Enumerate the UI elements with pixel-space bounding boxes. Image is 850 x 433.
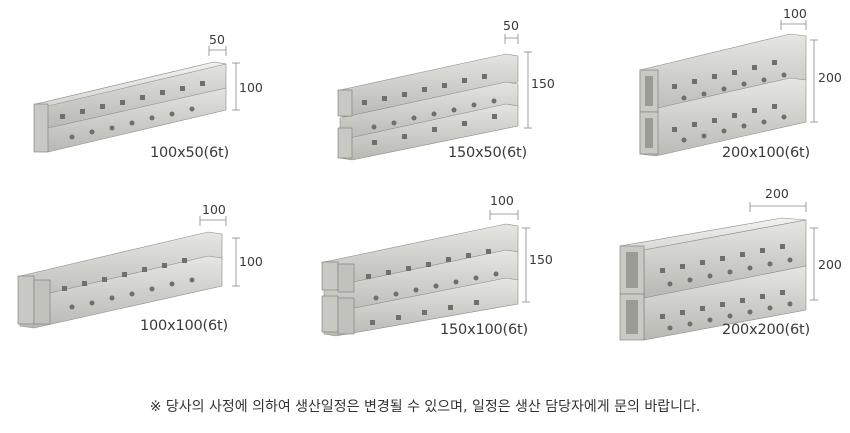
dim-top-label: 50 bbox=[209, 32, 225, 47]
product-200x200: 200 200 200x200(6t) bbox=[600, 180, 850, 360]
profile-image-100x50 bbox=[33, 46, 240, 153]
product-100x100: 100 100 100x100(6t) bbox=[0, 190, 280, 360]
dim-side-label: 200 bbox=[818, 257, 842, 272]
dim-top-label: 200 bbox=[765, 186, 789, 201]
profile-image-200x200 bbox=[619, 202, 818, 341]
product-100x50: 50 100 100x50(6t) bbox=[0, 0, 280, 180]
product-label: 200x100(6t) bbox=[722, 145, 810, 161]
profile-image-100x100 bbox=[17, 216, 240, 329]
product-200x100: 100 200 200x100(6t) bbox=[600, 0, 850, 180]
product-150x100: 100 150 150x100(6t) bbox=[300, 190, 580, 360]
profile-image-200x100 bbox=[639, 20, 818, 157]
product-label: 150x100(6t) bbox=[440, 322, 528, 338]
dim-top-label: 100 bbox=[202, 202, 226, 217]
profile-image-150x100 bbox=[321, 210, 530, 337]
product-label: 150x50(6t) bbox=[448, 145, 527, 161]
dim-side-label: 150 bbox=[529, 252, 553, 267]
product-150x50: 50 150 150x50(6t) bbox=[300, 0, 580, 180]
dim-side-label: 100 bbox=[239, 80, 263, 95]
product-label: 200x200(6t) bbox=[722, 322, 810, 338]
product-label: 100x50(6t) bbox=[150, 145, 229, 161]
dim-top-label: 100 bbox=[490, 193, 514, 208]
dim-side-label: 150 bbox=[531, 76, 555, 91]
product-label: 100x100(6t) bbox=[140, 318, 228, 334]
profile-image-150x50 bbox=[337, 34, 532, 161]
dim-side-label: 100 bbox=[239, 254, 263, 269]
dim-side-label: 200 bbox=[818, 70, 842, 85]
production-schedule-note: ※ 당사의 사정에 의하여 생산일정은 변경될 수 있으며, 일정은 생산 담당… bbox=[149, 399, 701, 415]
dim-top-label: 100 bbox=[783, 6, 807, 21]
dim-top-label: 50 bbox=[503, 18, 519, 33]
